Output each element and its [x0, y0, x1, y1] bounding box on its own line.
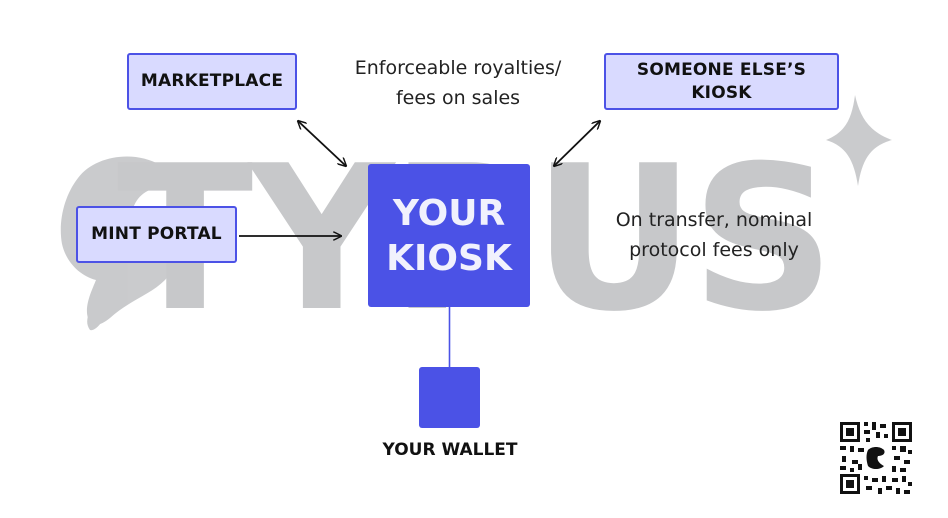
- marketplace-kiosk-arrow: [298, 121, 346, 166]
- someone-else-kiosk-label: SOMEONE ELSE’S KIOSK: [636, 59, 807, 103]
- mint-portal-node: MINT PORTAL: [76, 206, 237, 263]
- transfer-fees-note: On transfer, nominal protocol fees only: [615, 209, 813, 261]
- marketplace-label: MARKETPLACE: [140, 71, 284, 91]
- your-wallet-label: YOUR WALLET: [382, 440, 518, 460]
- your-kiosk-label: YOUR KIOSK: [386, 192, 512, 279]
- watermark-sparkle-shape: [826, 95, 892, 186]
- watermark-mascot-shape: [87, 296, 110, 331]
- your-kiosk-node: YOUR KIOSK: [368, 164, 530, 307]
- qr-code-icon: [838, 420, 914, 496]
- mint-portal-label: MINT PORTAL: [91, 224, 222, 244]
- someone-else-kiosk-arrow: [554, 121, 600, 166]
- marketplace-node: MARKETPLACE: [127, 53, 297, 110]
- royalties-note: Enforceable royalties/ fees on sales: [354, 57, 562, 109]
- your-wallet-node: [419, 367, 480, 428]
- someone-else-kiosk-node: SOMEONE ELSE’S KIOSK: [604, 53, 839, 110]
